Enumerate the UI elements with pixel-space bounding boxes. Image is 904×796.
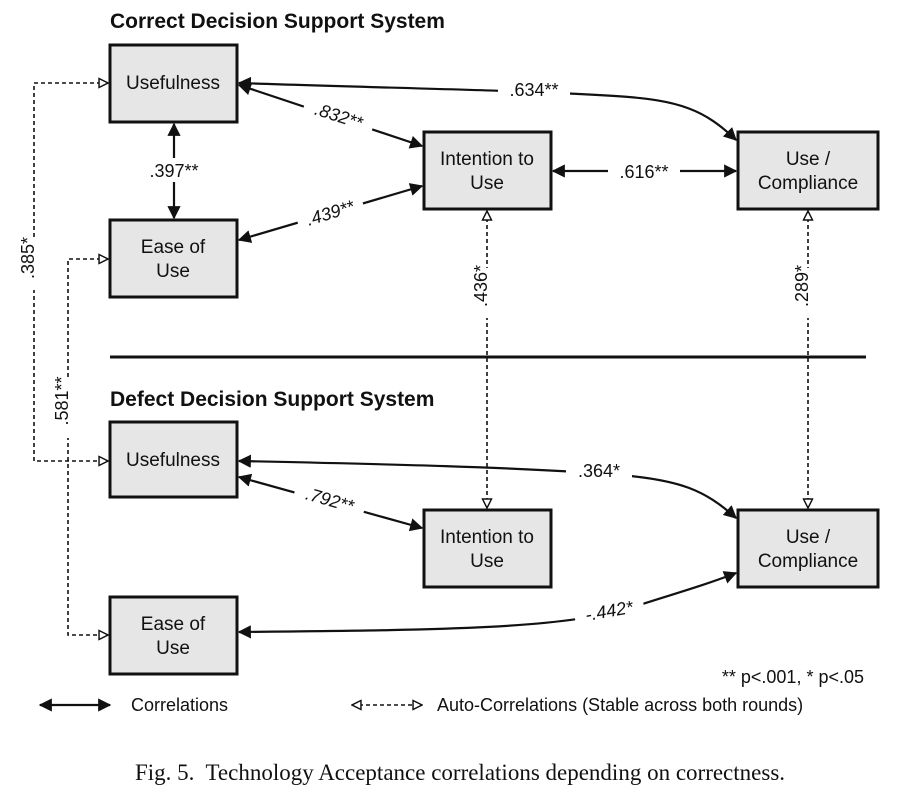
bottom-use-label-2: Compliance	[758, 551, 858, 572]
bottom-intention-label-1: Intention to	[440, 527, 534, 548]
label-bg	[301, 92, 377, 138]
bottom-intention-label-2: Use	[470, 551, 504, 572]
auto-use-label: .289*	[792, 265, 812, 307]
top-usefulness-ease-label: .397**	[149, 161, 198, 181]
bottom-usefulness-box: Usefulness	[108, 420, 239, 499]
top-use-box: Use / Compliance	[736, 130, 880, 211]
figure-caption: Fig. 5. Technology Acceptance correlatio…	[135, 760, 785, 785]
top-use-label-2: Compliance	[758, 173, 858, 194]
top-intention-label-1: Intention to	[440, 149, 534, 170]
label-bg	[292, 477, 368, 521]
legend-auto-correlations-label: Auto-Correlations (Stable across both ro…	[437, 695, 803, 715]
top-section-title: Correct Decision Support System	[110, 10, 445, 33]
bottom-ease-box: Ease of Use	[108, 595, 239, 676]
label-bg	[56, 378, 80, 438]
label-bg	[498, 77, 570, 101]
significance-footnote: ** p<.001, * p<.05	[722, 667, 864, 687]
top-ease-box: Ease of Use	[108, 218, 239, 299]
top-ease-label-1: Ease of	[141, 237, 206, 258]
bottom-section-title: Defect Decision Support System	[110, 388, 434, 411]
auto-intention-label: .436*	[471, 265, 491, 307]
label-bg	[140, 158, 208, 182]
top-intention-label-2: Use	[470, 173, 504, 194]
bottom-ease-label-1: Ease of	[141, 614, 206, 635]
label-bg	[475, 268, 499, 318]
auto-ease-arrow	[67, 259, 108, 635]
label-bg	[566, 458, 632, 482]
legend-correlations-label: Correlations	[131, 695, 228, 715]
bottom-ease-label-2: Use	[156, 638, 190, 659]
bottom-usefulness-label: Usefulness	[126, 450, 220, 471]
bottom-intention-box: Intention to Use	[422, 508, 553, 589]
top-use-label-1: Use /	[786, 149, 831, 170]
bottom-use-box: Use / Compliance	[736, 508, 880, 589]
bottom-use-label-1: Use /	[786, 527, 831, 548]
label-bg	[608, 159, 680, 183]
label-bg	[796, 268, 820, 318]
label-bg	[572, 592, 646, 628]
auto-ease-label: .581**	[52, 376, 72, 425]
top-intention-box: Intention to Use	[422, 130, 553, 211]
label-bg	[22, 240, 46, 290]
top-ease-label-2: Use	[156, 261, 190, 282]
top-usefulness-box: Usefulness	[108, 43, 239, 124]
top-intention-use-label: .616**	[619, 162, 668, 182]
label-bg	[293, 190, 367, 234]
bottom-usefulness-use-label: .364*	[578, 461, 620, 481]
auto-usefulness-label: .385*	[18, 237, 38, 279]
top-usefulness-use-label: .634**	[509, 80, 558, 100]
top-usefulness-label: Usefulness	[126, 73, 220, 94]
